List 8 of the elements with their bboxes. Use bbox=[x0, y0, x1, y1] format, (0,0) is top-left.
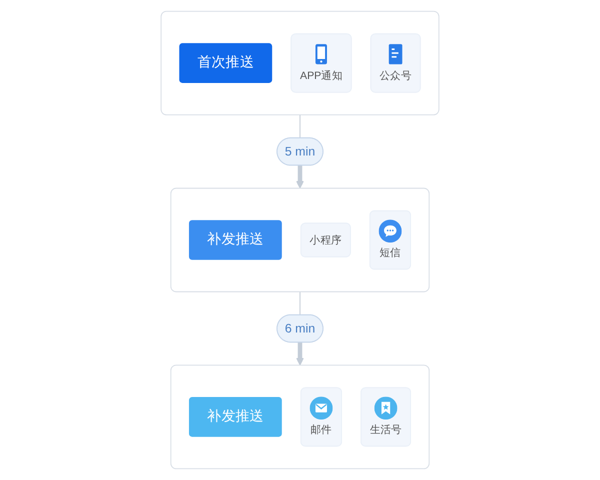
cluster bbox=[170, 188, 430, 292]
cluster bbox=[160, 10, 440, 116]
arrow bbox=[296, 342, 304, 366]
cluster bbox=[170, 364, 430, 470]
node-box: 首次推送 bbox=[179, 43, 272, 83]
node-box: 补发推送 bbox=[188, 220, 282, 260]
node-box: 补发推送 bbox=[188, 397, 282, 437]
arrow bbox=[296, 164, 304, 189]
